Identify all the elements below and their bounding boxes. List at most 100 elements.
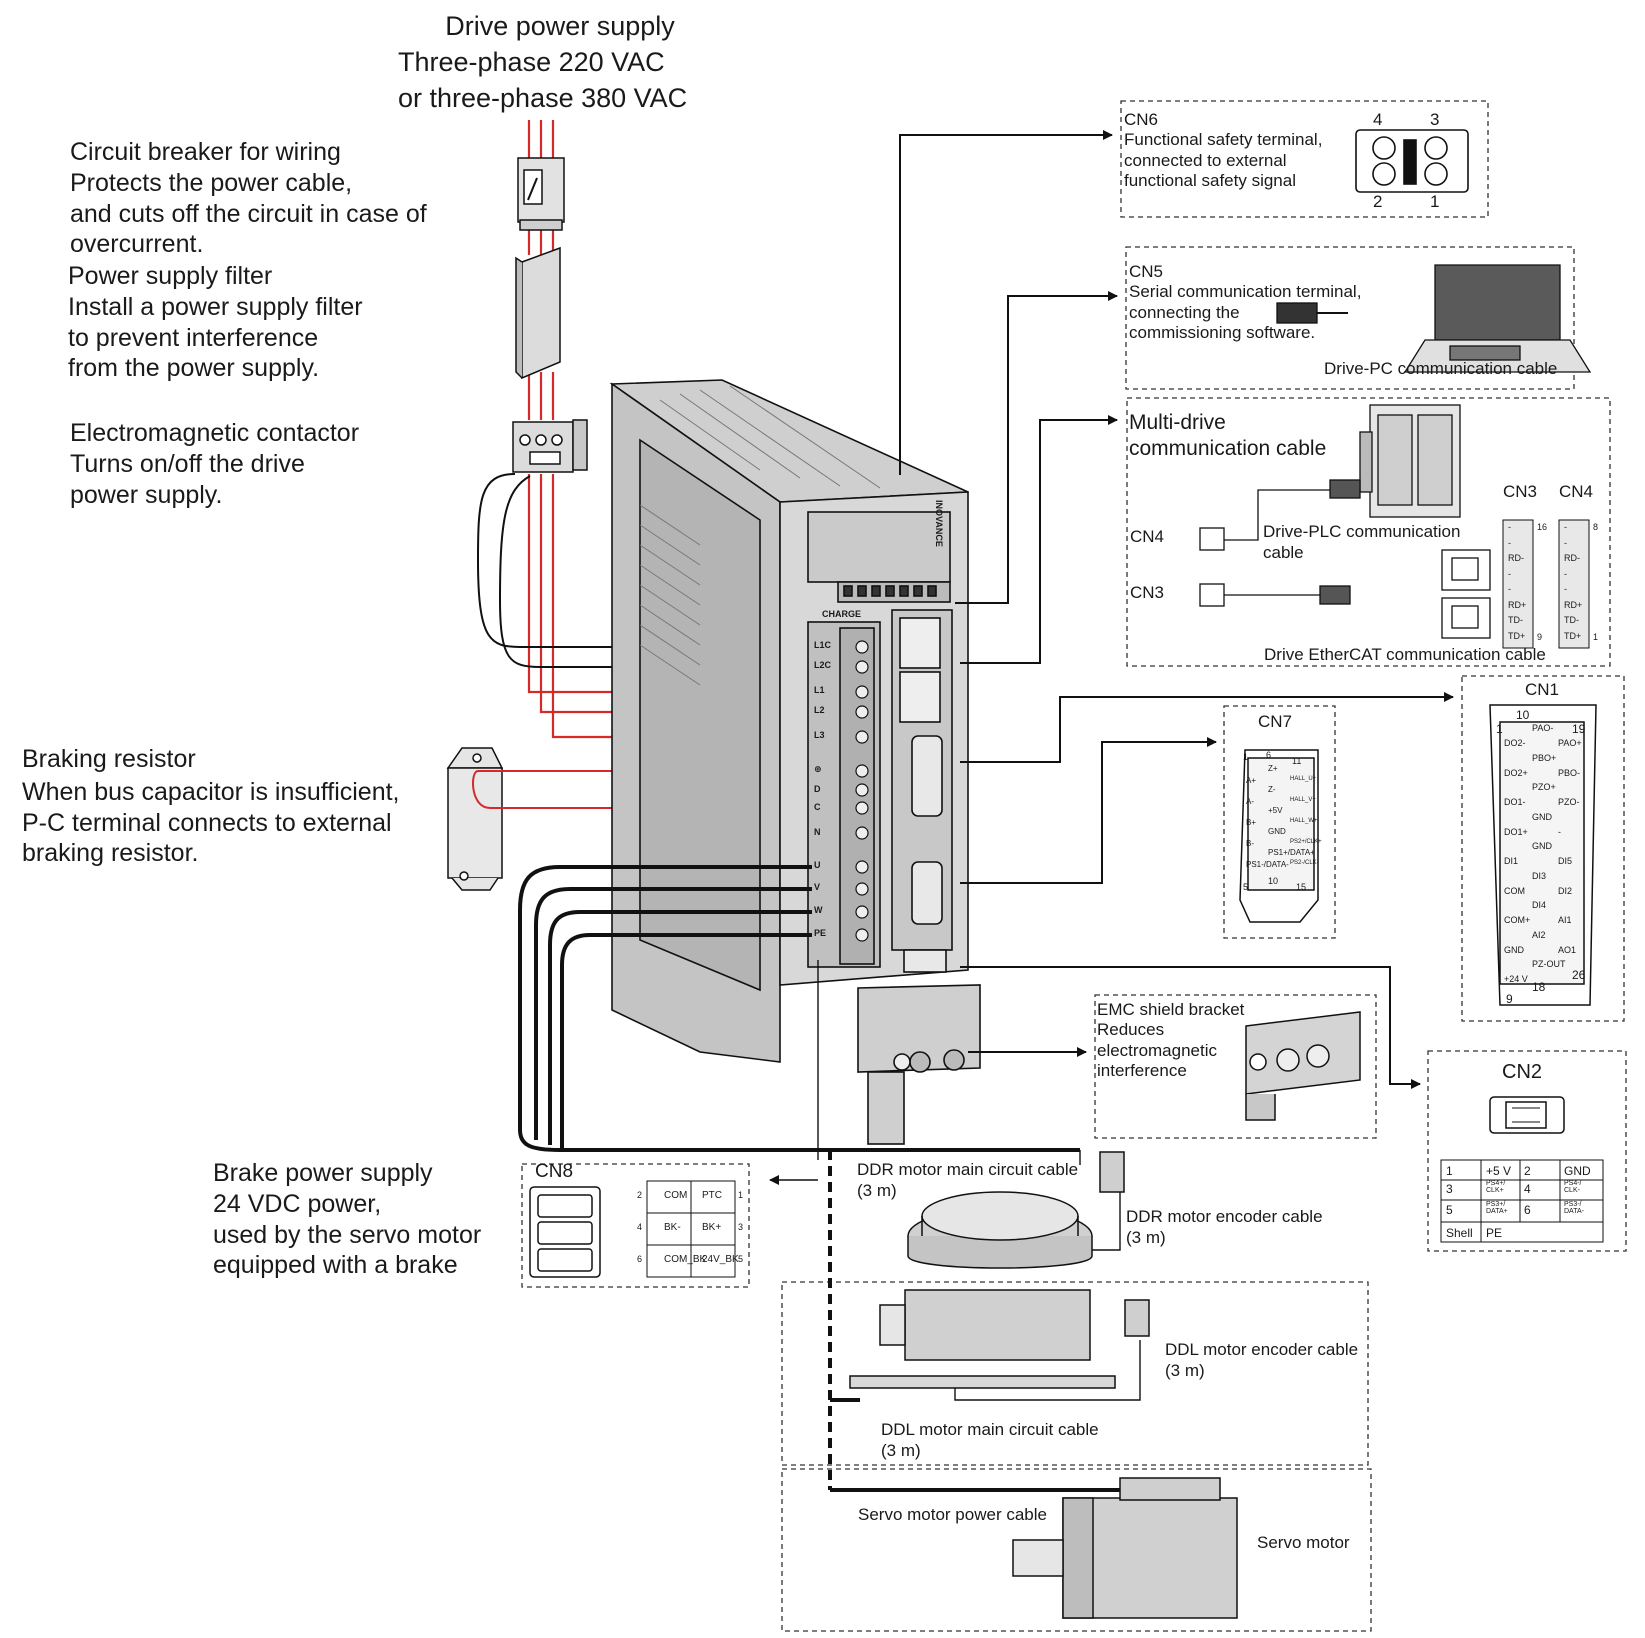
braking-title: Braking resistor [22, 745, 196, 773]
circuit-breaker-icon [517, 157, 565, 231]
cn3-pin: RD+ [1508, 599, 1527, 610]
cn4-num-bottom: 1 [1593, 632, 1599, 642]
cn8-cell: PTC [702, 1190, 722, 1201]
terminal-label: PE [814, 928, 827, 938]
cn8-pin-table [646, 1180, 736, 1278]
cn1-box [1461, 675, 1625, 1022]
cn1-pin: AI2 [1532, 929, 1546, 940]
multi-title: Multi-drive communication cable [1129, 411, 1327, 460]
cn3-num-bottom: 9 [1537, 632, 1543, 642]
cn7-box [1223, 705, 1336, 939]
cn8-connector-icon [529, 1186, 601, 1278]
cn3-head: CN3 [1503, 482, 1538, 501]
ddr-motor-icon [907, 1151, 1125, 1269]
cn1-connector-icon [1489, 704, 1597, 1006]
cn1-pin: GND [1532, 811, 1552, 822]
cn7-pin: A- [1246, 797, 1254, 806]
cn1-pin: DO2+ [1504, 767, 1528, 778]
rj45-cables [1199, 479, 1361, 607]
motor-wires [518, 865, 1080, 1152]
cn4-pin: - [1564, 537, 1567, 548]
cn3-pin: RD- [1508, 553, 1524, 563]
ddl-encoder-cable: DDL motor encoder cable (3 m) [1165, 1340, 1359, 1380]
servo-power-cable: Servo motor power cable [858, 1505, 1047, 1524]
braking-resistor-icon [446, 747, 504, 891]
cn2-cell: PS3-/ DATA- [1564, 1201, 1584, 1215]
emc-box [1094, 994, 1377, 1139]
terminal-label: ⊕ [814, 764, 822, 774]
cn7-corner-num: 10 [1268, 876, 1279, 886]
terminal-label: L2 [814, 705, 825, 715]
cn8-cell: 3 [738, 1222, 744, 1232]
cn1-pin: PAO- [1532, 723, 1554, 733]
cn1-pin: AI1 [1558, 915, 1572, 925]
ddl-main-cable: DDL motor main circuit cable (3 m) [881, 1420, 1099, 1460]
emc-title: EMC shield bracket [1097, 1000, 1245, 1019]
servo-drive [609, 379, 981, 1145]
cn1-corner-num: 26 [1572, 968, 1586, 982]
cn7-pin: GND [1268, 827, 1286, 836]
cn2-cell: Shell [1446, 1226, 1473, 1240]
cn1-pin: DO2- [1504, 738, 1526, 748]
cn8-cell: 5 [738, 1254, 744, 1264]
cn6-pin-4: 4 [1373, 110, 1383, 129]
brake-power-desc: 24 VDC power, used by the servo motor eq… [213, 1190, 482, 1279]
supply-line2: Three-phase 220 VAC [398, 47, 665, 77]
cn6-box [1120, 100, 1489, 218]
cn2-title: CN2 [1502, 1061, 1543, 1083]
cn8-title: CN8 [535, 1161, 574, 1182]
terminal-label: V [814, 882, 821, 892]
cn8-cell: 1 [738, 1190, 744, 1200]
ddl-box [781, 1281, 1369, 1466]
cn2-cell: 6 [1524, 1203, 1531, 1217]
cn7-pin: B+ [1246, 818, 1257, 827]
cn2-cell: 3 [1446, 1182, 1453, 1196]
cn1-pin: - [1558, 826, 1561, 837]
cn7-corner-num: 1 [1243, 752, 1249, 762]
cn7-pin: PS1+/DATA+ [1268, 848, 1315, 857]
cn1-pin: PZO- [1558, 797, 1580, 807]
rj45-ports [1441, 549, 1491, 639]
cn1-pin: DO1- [1504, 797, 1526, 807]
cn7-pin: Z- [1268, 785, 1276, 794]
cn1-pin: DI2 [1558, 885, 1573, 896]
cn1-title: CN1 [1525, 680, 1560, 699]
cn2-connector-icon [1489, 1096, 1565, 1134]
laptop-icon [1403, 264, 1592, 373]
cn5-desc: Serial communication terminal, connectin… [1129, 282, 1362, 343]
servo-motor-label: Servo motor [1257, 1533, 1350, 1552]
cn2-cell: PS3+/ DATA+ [1486, 1201, 1508, 1215]
cn2-cell: 4 [1524, 1182, 1531, 1196]
filter-title: Power supply filter [68, 262, 273, 290]
cn1-pin: GND [1532, 841, 1552, 851]
cn7-pin: Z+ [1268, 764, 1278, 773]
cn5-cable: Drive-PC communication cable [1324, 359, 1558, 378]
cn7-pin: HALL_U+ [1290, 776, 1317, 782]
cn4-num-top: 8 [1593, 522, 1599, 532]
terminal-label: L3 [814, 730, 825, 740]
cn1-pin: PAO+ [1558, 738, 1582, 748]
cn2-box [1427, 1050, 1627, 1252]
cn1-pin: PBO+ [1532, 752, 1557, 763]
cn6-title: CN6 [1124, 110, 1159, 129]
cn8-cell: 4 [637, 1222, 643, 1232]
cn1-pin: PZ-OUT [1532, 959, 1566, 969]
contactor-desc: Turns on/off the drive power supply. [70, 450, 305, 509]
cn1-corner-num: 18 [1532, 980, 1546, 994]
cn8-cell: COM_BK [664, 1254, 707, 1265]
cn6-pin-3: 3 [1430, 110, 1440, 129]
servo-box [781, 1468, 1372, 1632]
cn1-pin: AO1 [1558, 944, 1577, 955]
breaker-desc: Protects the power cable, and cuts off t… [70, 169, 427, 258]
breaker-title: Circuit breaker for wiring [70, 138, 341, 166]
cn2-cell: GND [1564, 1164, 1591, 1178]
plc-icon [1359, 404, 1461, 518]
cn7-corner-num: 6 [1266, 750, 1272, 760]
cn6-pin-1: 1 [1430, 192, 1440, 211]
cn3-pin: - [1508, 522, 1511, 532]
cn3-pin: TD+ [1508, 630, 1526, 641]
cn4-pin: TD+ [1564, 630, 1582, 641]
cn7-pin: PS1-/DATA- [1246, 860, 1289, 869]
cn8-cell: 6 [637, 1254, 643, 1264]
cn1-pin: PBO- [1558, 767, 1581, 778]
